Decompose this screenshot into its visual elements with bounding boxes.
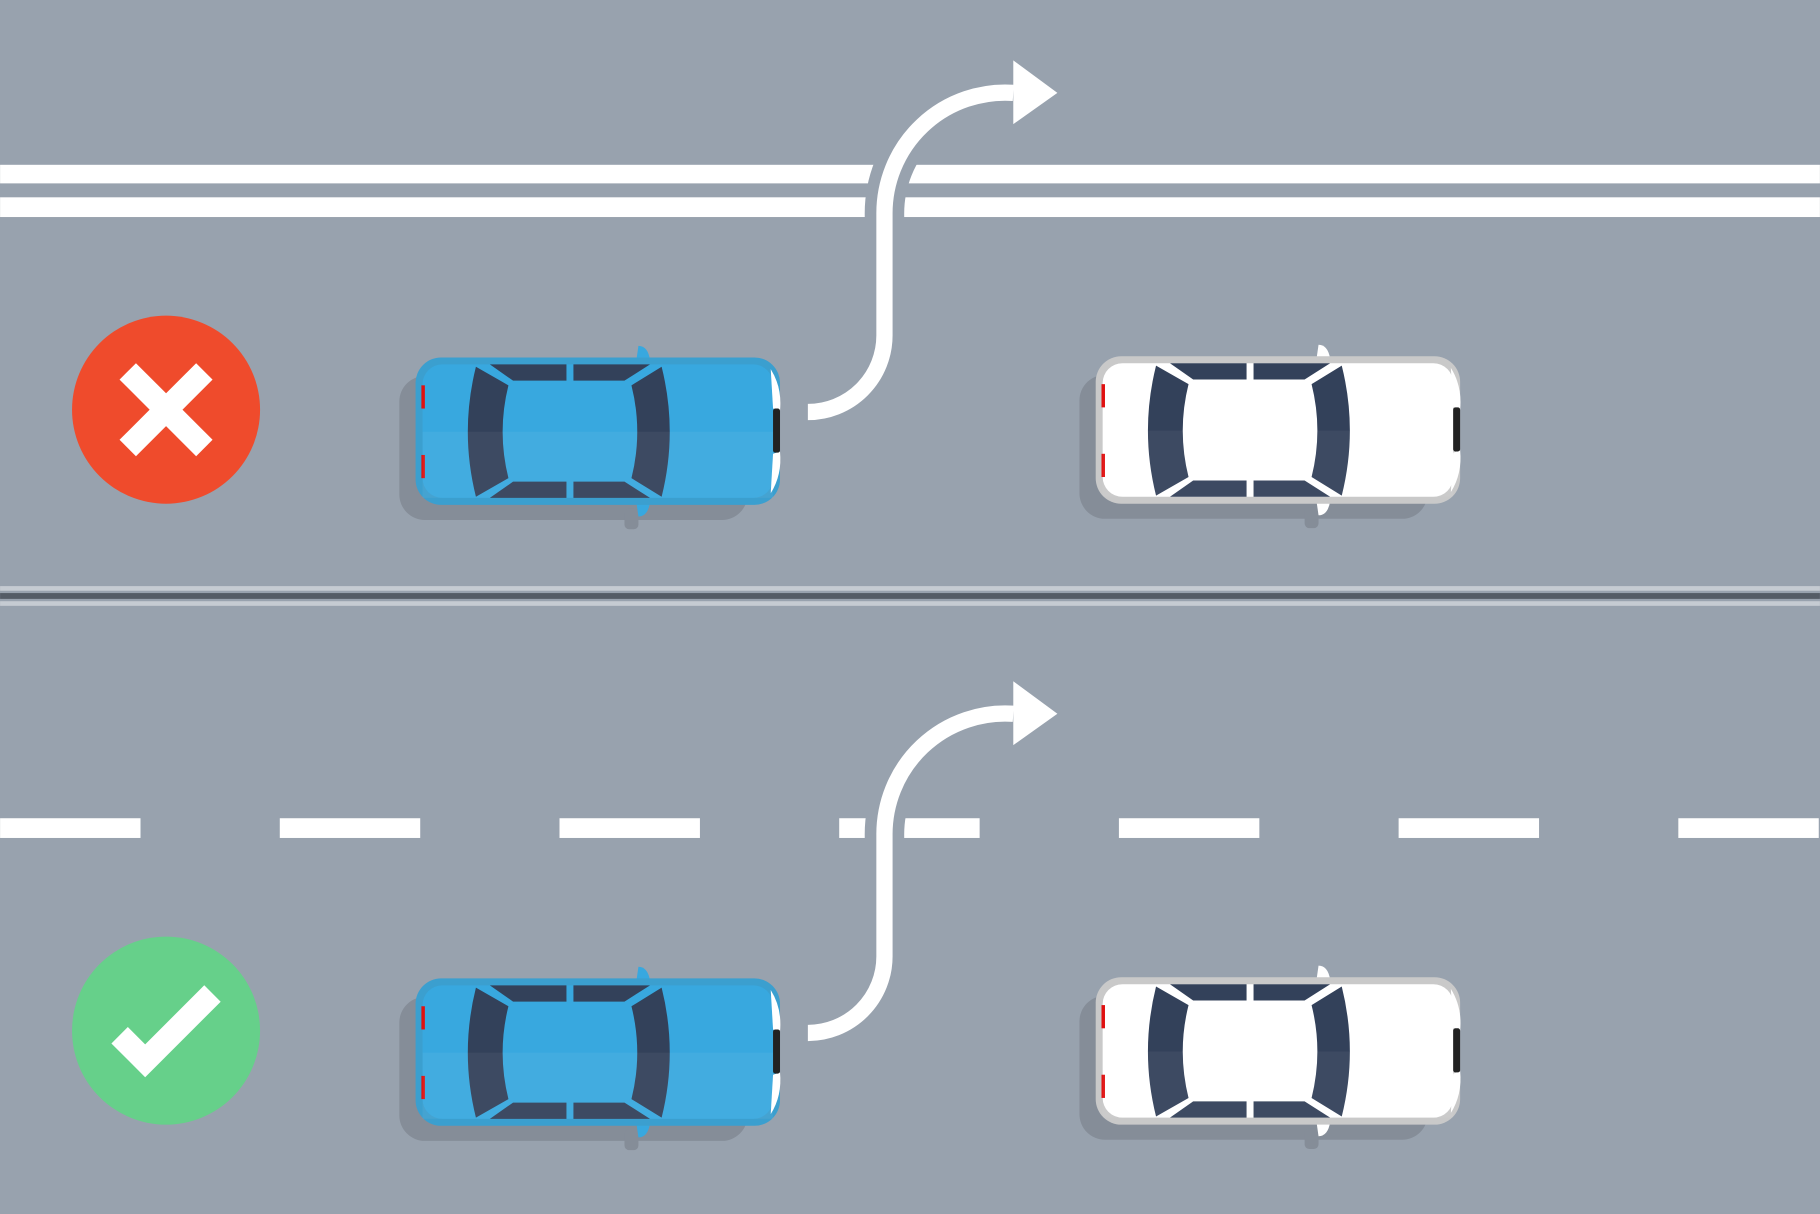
overtaking-car-blue: [399, 345, 781, 530]
overtaking-car-blue: [399, 966, 781, 1151]
car-roof: [1185, 381, 1316, 480]
car-windows: [1147, 363, 1350, 497]
lane-dash: [1118, 818, 1260, 838]
overtake-path-arrow: [807, 681, 1058, 1053]
panel-divider: [0, 586, 1820, 606]
lane-dash: [839, 818, 980, 838]
lane-dash: [0, 818, 141, 838]
arrowhead-icon: [1013, 681, 1058, 746]
car-windows: [1147, 984, 1350, 1118]
x-icon: [119, 363, 213, 457]
wrong-icon: [72, 315, 261, 504]
lane-dash: [559, 818, 700, 838]
car-windows: [467, 985, 670, 1119]
car-windows: [467, 364, 670, 498]
car-roof: [1185, 1002, 1316, 1101]
car-roof: [504, 383, 635, 481]
leading-car-white: [1079, 344, 1461, 529]
correct-icon: [72, 936, 261, 1125]
lane-dash: [1398, 818, 1540, 838]
leading-car-white: [1079, 965, 1461, 1150]
lane-dash: [1678, 818, 1819, 838]
overtake-path-arrow: [807, 60, 1058, 432]
arrowhead-icon: [1013, 60, 1058, 125]
checkmark-icon: [111, 985, 221, 1078]
car-roof: [504, 1003, 635, 1102]
lane-dash: [279, 818, 421, 838]
